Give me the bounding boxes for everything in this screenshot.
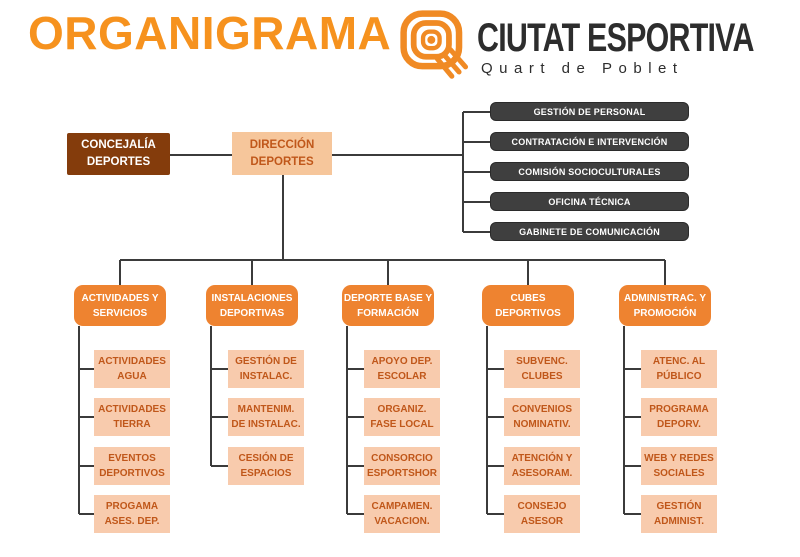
brand-subtitle: Quart de Poblet: [481, 60, 684, 77]
staff-box: GESTIÓN DE PERSONAL: [490, 102, 689, 121]
department-sub-box: ATENCIÓN Y ASESORAM.: [504, 447, 580, 485]
department-sub-box: ORGANIZ. FASE LOCAL: [364, 398, 440, 436]
department-sub-box: EVENTOS DEPORTIVOS: [94, 447, 170, 485]
staff-box: GABINETE DE COMUNICACIÓN: [490, 222, 689, 241]
brand-name: CIUTAT ESPORTIVA: [477, 16, 754, 60]
department-sub-box: SUBVENC. CLUBES: [504, 350, 580, 388]
page-title: ORGANIGRAMA: [28, 7, 392, 59]
org-box-direccion-deportes: DIRECCIÓN DEPORTES: [232, 132, 332, 175]
department-sub-box: CESIÓN DE ESPACIOS: [228, 447, 304, 485]
department-sub-box: APOYO DEP. ESCOLAR: [364, 350, 440, 388]
department-header: INSTALACIONES DEPORTIVAS: [206, 285, 298, 326]
department-sub-box: CAMPAMEN. VACACION.: [364, 495, 440, 533]
department-sub-box: ACTIVIDADES AGUA: [94, 350, 170, 388]
department-sub-box: ATENC. AL PÚBLICO: [641, 350, 717, 388]
department-header: DEPORTE BASE Y FORMACIÓN: [342, 285, 434, 326]
staff-box: OFICINA TÉCNICA: [490, 192, 689, 211]
department-sub-box: GESTIÓN DE INSTALAC.: [228, 350, 304, 388]
staff-box: COMISIÓN SOCIOCULTURALES: [490, 162, 689, 181]
department-header: CUBES DEPORTIVOS: [482, 285, 574, 326]
department-sub-box: PROGAMA ASES. DEP.: [94, 495, 170, 533]
department-sub-box: PROGRAMA DEPORV.: [641, 398, 717, 436]
department-sub-box: MANTENIM. DE INSTALAC.: [228, 398, 304, 436]
department-header: ACTIVIDADES Y SERVICIOS: [74, 285, 166, 326]
department-sub-box: CONSORCIO ESPORTSHOR: [364, 447, 440, 485]
staff-box: CONTRATACIÓN E INTERVENCIÓN: [490, 132, 689, 151]
org-box-concejalia-deportes: CONCEJALÍA DEPORTES: [67, 133, 170, 175]
department-sub-box: CONVENIOS NOMINATIV.: [504, 398, 580, 436]
department-sub-box: CONSEJO ASESOR: [504, 495, 580, 533]
q-spiral-logo-icon: [400, 10, 469, 79]
department-sub-box: GESTIÓN ADMINIST.: [641, 495, 717, 533]
department-sub-box: WEB Y REDES SOCIALES: [641, 447, 717, 485]
department-sub-box: ACTIVIDADES TIERRA: [94, 398, 170, 436]
department-header: ADMINISTRAC. Y PROMOCIÓN: [619, 285, 711, 326]
